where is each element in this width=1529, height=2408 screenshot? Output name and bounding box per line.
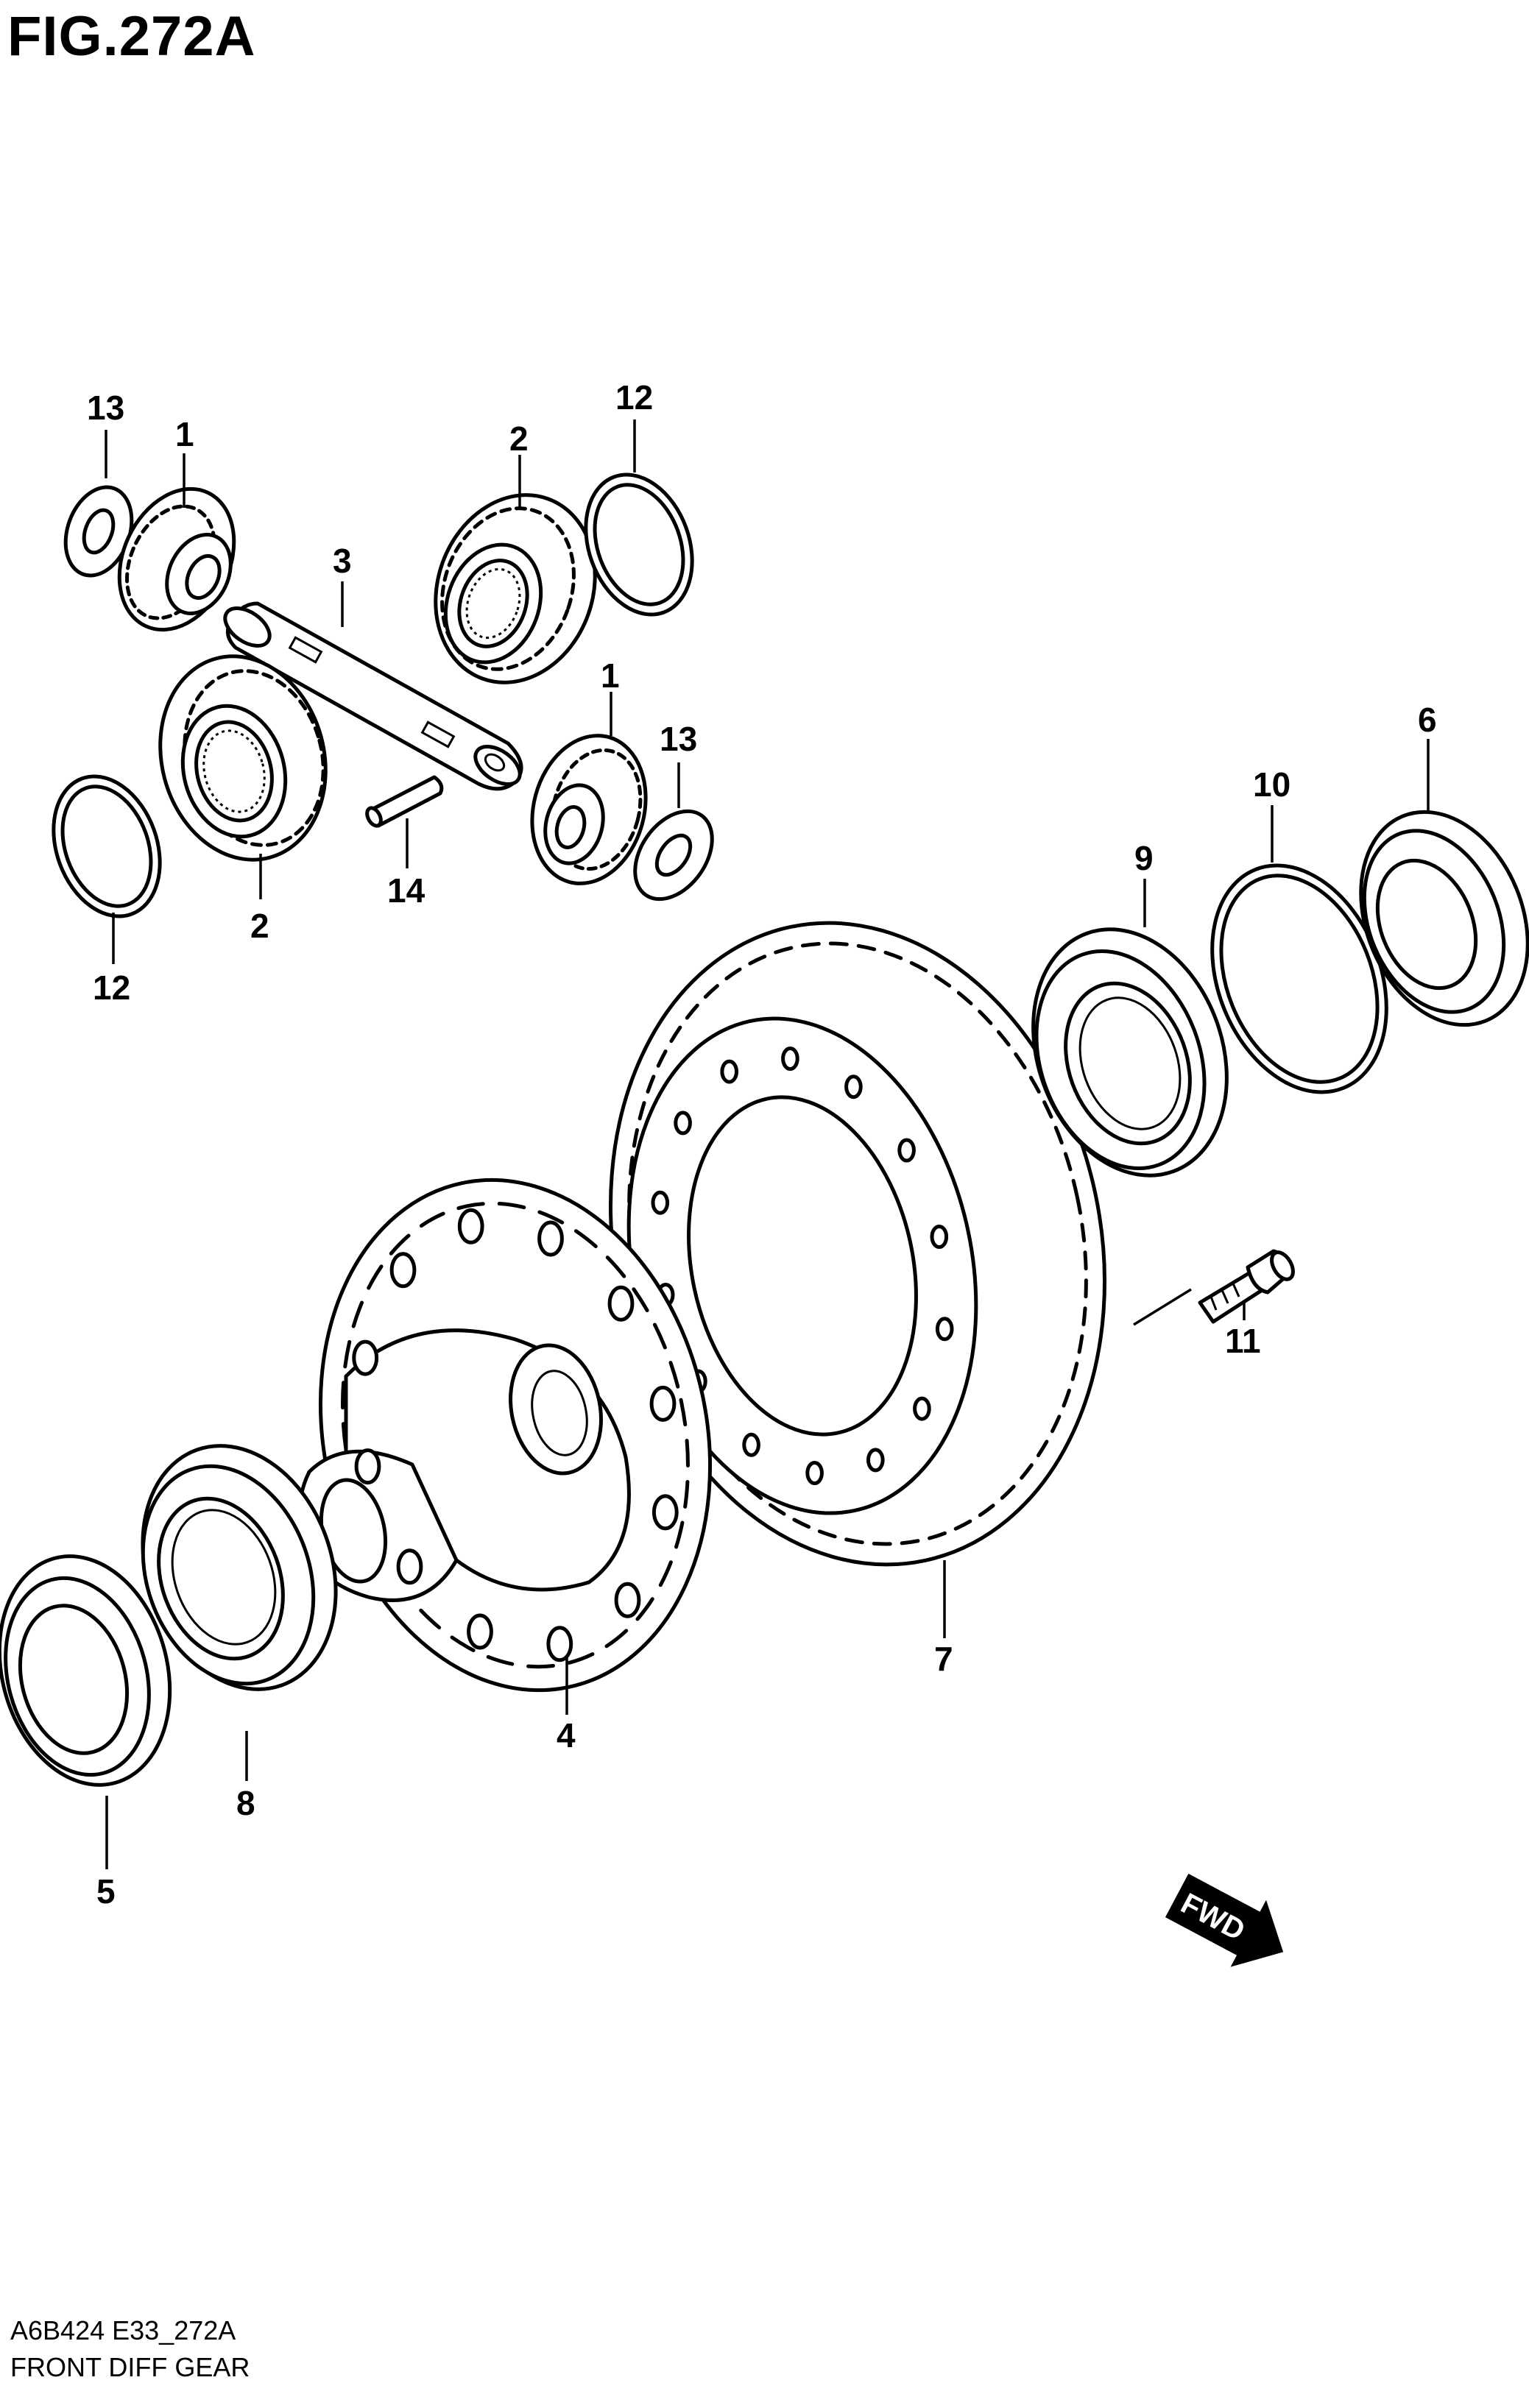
ring-gear-bolt-hole bbox=[935, 1317, 954, 1342]
figure-name: FRONT DIFF GEAR bbox=[10, 2352, 250, 2382]
case-flange-bolt-hole bbox=[649, 1385, 677, 1422]
part-3-pinion-shaft bbox=[223, 601, 523, 791]
case-flange-bolt-hole bbox=[546, 1626, 573, 1662]
ring-gear-bolt-hole bbox=[720, 1059, 739, 1084]
part-12-side-washer-upper bbox=[584, 472, 694, 617]
callout-2-lower: 2 bbox=[250, 907, 269, 945]
ring-gear-bolt-hole bbox=[913, 1396, 931, 1421]
case-flange-bolt-hole bbox=[651, 1494, 679, 1531]
fwd-direction-marker: FWD bbox=[1165, 1873, 1284, 1967]
callout-6: 6 bbox=[1418, 701, 1437, 739]
case-flange-bolt-hole bbox=[457, 1208, 484, 1244]
callout-3: 3 bbox=[333, 542, 352, 580]
ring-gear-bolt-hole bbox=[866, 1448, 885, 1473]
part-4-differential-case bbox=[297, 1178, 713, 1693]
case-flange-bolt-hole bbox=[607, 1285, 635, 1322]
ring-gear-bolt-hole bbox=[805, 1461, 824, 1485]
callout-9: 9 bbox=[1134, 839, 1154, 877]
part-14-roll-pin bbox=[365, 775, 444, 828]
part-7-ring-gear bbox=[608, 921, 1107, 1567]
callout-12-upper: 12 bbox=[615, 378, 653, 417]
leader-lines bbox=[105, 419, 1430, 1869]
ring-gear-bolt-hole bbox=[897, 1138, 916, 1163]
figure-code: A6B424 E33_272A bbox=[10, 2315, 236, 2345]
part-13-thrust-washer-lower bbox=[633, 809, 714, 902]
ring-gear-bolt-holes bbox=[651, 1047, 954, 1485]
ring-gear-bolt-hole bbox=[844, 1074, 863, 1099]
part-8-bearing-left bbox=[141, 1444, 338, 1691]
ring-gear-bolt-hole bbox=[781, 1047, 799, 1071]
callout-1-lower: 1 bbox=[601, 656, 620, 695]
case-flange-bolt-hole bbox=[467, 1613, 493, 1650]
part-2-side-gear-upper bbox=[434, 493, 597, 684]
case-flange-bolt-hole bbox=[352, 1339, 379, 1376]
part-5-oil-seal-left bbox=[0, 1554, 172, 1787]
case-flange-bolt-holes bbox=[352, 1208, 679, 1662]
part-10-shim bbox=[1210, 863, 1388, 1094]
callout-4: 4 bbox=[557, 1716, 576, 1754]
part-6-oil-seal-right bbox=[1359, 810, 1529, 1027]
callout-12-lower: 12 bbox=[93, 968, 130, 1007]
case-flange-bolt-hole bbox=[354, 1448, 381, 1485]
case-flange-bolt-hole bbox=[614, 1582, 641, 1618]
callout-2-upper: 2 bbox=[509, 419, 529, 458]
part-12-side-washer-lower bbox=[52, 774, 162, 918]
callout-8: 8 bbox=[236, 1784, 255, 1822]
ring-gear-bolt-hole bbox=[930, 1225, 949, 1249]
part-11-ring-gear-bolt bbox=[1198, 1249, 1295, 1324]
part-2-side-gear-lower bbox=[158, 654, 328, 862]
ring-gear-bolt-hole bbox=[651, 1190, 670, 1215]
callout-10: 10 bbox=[1253, 765, 1290, 804]
callout-11: 11 bbox=[1225, 1322, 1261, 1360]
callout-1-upper: 1 bbox=[175, 415, 194, 453]
part-1-pinion-gear-upper bbox=[117, 486, 236, 632]
callout-5: 5 bbox=[96, 1872, 116, 1911]
callout-7: 7 bbox=[934, 1640, 953, 1678]
callout-13-lower: 13 bbox=[660, 720, 697, 758]
case-flange-bolt-hole bbox=[396, 1548, 423, 1585]
ring-gear-bolt-hole bbox=[674, 1111, 692, 1136]
figure-title: FIG.272A bbox=[7, 5, 256, 68]
callout-13-upper: 13 bbox=[87, 389, 124, 427]
callout-14: 14 bbox=[387, 871, 425, 910]
case-flange-bolt-hole bbox=[537, 1220, 564, 1257]
part-9-bearing-right bbox=[1031, 927, 1229, 1178]
callout-labels: 13 1 3 2 12 1 13 14 2 12 6 10 9 11 7 4 8… bbox=[87, 378, 1437, 1911]
case-flange-bolt-hole bbox=[389, 1252, 417, 1289]
ring-gear-bolt-hole bbox=[742, 1432, 760, 1457]
part-1-pinion-gear-lower bbox=[530, 734, 648, 885]
